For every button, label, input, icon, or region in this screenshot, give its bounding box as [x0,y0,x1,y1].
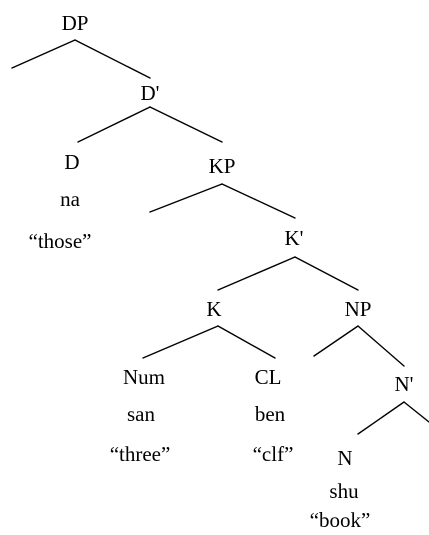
branch-dbar-d [77,106,151,143]
node-dp: DP [62,11,89,35]
branch-kbar-k [217,256,296,291]
branch-k-cl [217,325,276,359]
branch-np-nbar [357,325,405,367]
branch-kp-kbar [221,183,296,219]
gloss-three: “three” [110,442,171,466]
branch-nbar-n [357,401,405,435]
branch-np-left [313,325,359,357]
node-k-bar: K' [285,226,304,250]
word-shu: shu [329,479,359,503]
node-num: Num [123,365,165,389]
word-ben: ben [255,402,286,426]
node-n: N [337,446,352,470]
branch-nbar-right [403,401,429,423]
word-san: san [127,402,155,426]
gloss-book: “book” [310,508,371,532]
gloss-those: “those” [29,229,92,253]
word-na: na [60,187,81,211]
node-n-bar: N' [395,372,414,396]
branch-k-num [142,325,219,359]
gloss-clf: “clf” [253,442,294,466]
node-d: D [64,150,79,174]
node-np: NP [345,297,372,321]
node-cl: CL [255,365,282,389]
branch-dp-dbar [74,39,151,79]
branch-dp-left [11,39,76,69]
node-kp: KP [209,154,236,178]
branch-kp-left [149,183,223,213]
branch-kbar-np [294,256,359,291]
node-d-bar: D' [141,81,160,105]
branch-dbar-kp [149,106,223,143]
node-k: K [206,297,221,321]
